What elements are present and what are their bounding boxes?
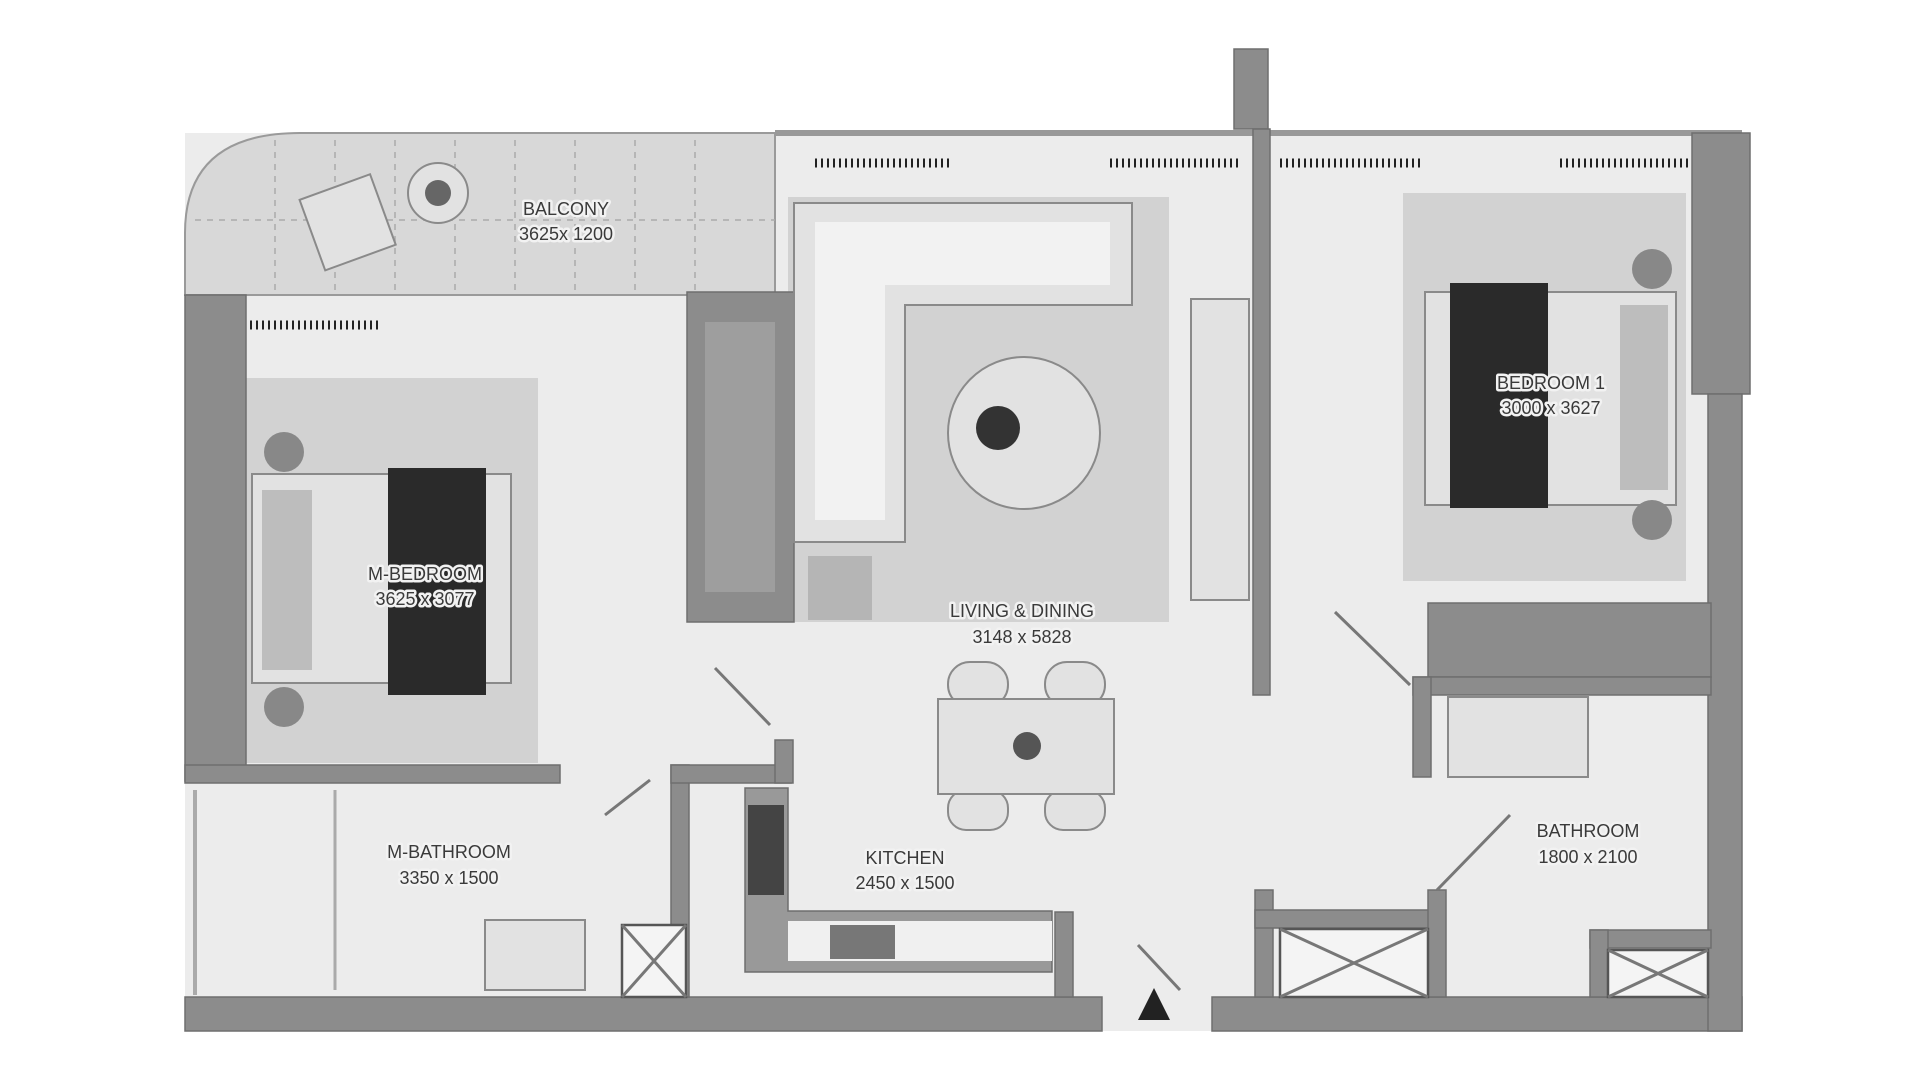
kitchen-label: KITCHEN bbox=[865, 848, 944, 868]
shaft bbox=[1278, 927, 1430, 999]
wall bbox=[1054, 911, 1074, 998]
shaft bbox=[1606, 948, 1710, 999]
mbath-vanity bbox=[484, 919, 586, 991]
wall bbox=[774, 739, 794, 784]
entrance-arrow-icon bbox=[1138, 988, 1170, 1020]
sofa bbox=[793, 202, 1133, 543]
master-bedroom-label: M-BEDROOM bbox=[368, 564, 482, 584]
master-bathroom-label: M-BATHROOM bbox=[387, 842, 511, 862]
wall bbox=[1252, 128, 1271, 696]
kitchen-size: 2450 x 1500 bbox=[855, 873, 954, 893]
master-bedroom-size: 3625 x 3077 bbox=[375, 589, 474, 609]
wall bbox=[1589, 929, 1609, 998]
kitchen-counter bbox=[744, 787, 1053, 973]
living-dining-label: LIVING & DINING bbox=[950, 601, 1094, 621]
wardrobe-inner bbox=[705, 322, 775, 592]
wall bbox=[1254, 889, 1274, 998]
wall bbox=[1707, 393, 1743, 1032]
bathroom-vanity bbox=[1447, 696, 1589, 778]
bathroom-label: BATHROOM bbox=[1537, 821, 1640, 841]
wall bbox=[1211, 996, 1743, 1032]
bedroom1-bed bbox=[1424, 249, 1677, 540]
wall bbox=[184, 764, 561, 784]
column bbox=[1233, 48, 1269, 130]
balcony-label: BALCONY bbox=[523, 199, 609, 219]
wall bbox=[184, 996, 1103, 1032]
wall bbox=[1412, 676, 1432, 778]
window-hatches bbox=[250, 158, 1690, 330]
master-bathroom-size: 3350 x 1500 bbox=[399, 868, 498, 888]
master-bed bbox=[251, 432, 512, 727]
side-table bbox=[808, 556, 872, 620]
shaft bbox=[620, 923, 688, 999]
dining-set bbox=[937, 661, 1115, 831]
wall bbox=[1427, 889, 1447, 998]
wall bbox=[1254, 909, 1434, 929]
wall bbox=[184, 294, 247, 782]
living-dining-size: 3148 x 5828 bbox=[972, 627, 1071, 647]
balcony-chair bbox=[298, 162, 469, 272]
door-swings bbox=[604, 610, 1512, 992]
plant-bowl bbox=[976, 406, 1020, 450]
tv-unit bbox=[1190, 298, 1250, 601]
balcony-size: 3625x 1200 bbox=[519, 224, 613, 244]
bathroom-size: 1800 x 2100 bbox=[1538, 847, 1637, 867]
wardrobe-bedroom1 bbox=[1427, 602, 1712, 678]
wall bbox=[670, 764, 792, 784]
coffee-table bbox=[947, 356, 1101, 510]
bedroom1-size: 3000 x 3627 bbox=[1501, 398, 1600, 418]
wall bbox=[1412, 676, 1712, 696]
bedroom1-label: BEDROOM 1 bbox=[1497, 373, 1605, 393]
balcony-floor bbox=[184, 132, 776, 296]
wall bbox=[1691, 132, 1751, 395]
